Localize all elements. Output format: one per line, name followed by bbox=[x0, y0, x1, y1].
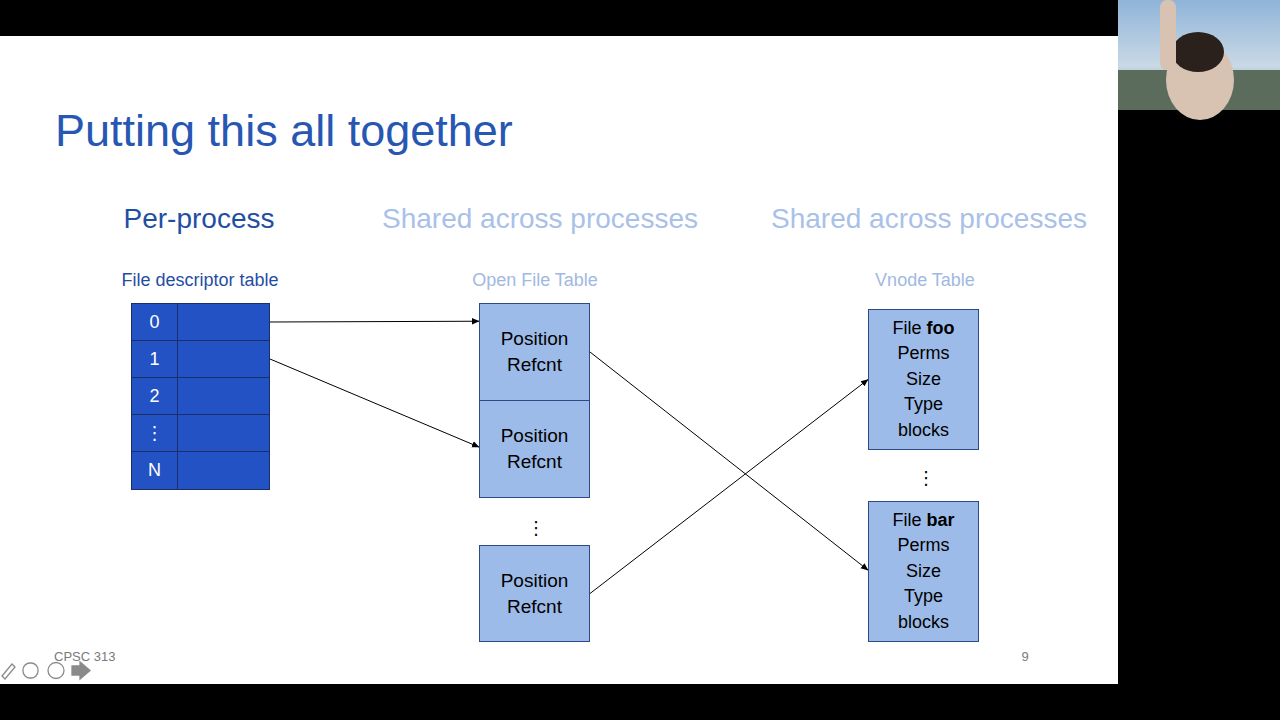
file-word: File bbox=[893, 318, 922, 338]
table-group: Open File TablePosition RefcntPosition R… bbox=[440, 268, 630, 648]
column-header: Per-process bbox=[0, 202, 399, 236]
file-word: File bbox=[892, 510, 921, 530]
vnode-name-line: Filebar bbox=[892, 508, 954, 534]
row-index-cell: 0 bbox=[132, 304, 178, 340]
descriptor-row: N bbox=[131, 451, 270, 490]
vnode-field-line: blocks bbox=[898, 418, 949, 444]
entry-text-wrap: Position Refcnt bbox=[487, 326, 583, 378]
next-icon bbox=[72, 662, 90, 679]
vnode-name-line: Filefoo bbox=[893, 316, 955, 342]
table-heading: Open File Table bbox=[440, 268, 630, 292]
descriptor-row: 2 bbox=[131, 377, 270, 415]
vnode-field: Type bbox=[904, 394, 943, 414]
open-file-entry: Position Refcnt bbox=[479, 545, 590, 642]
table-group: File descriptor table 0 1 2 ⋮ N bbox=[100, 268, 300, 493]
descriptor-row: ⋮ bbox=[131, 414, 270, 452]
vnode-entry: FilefooPermsSizeTypeblocks bbox=[868, 309, 979, 450]
row-index: 1 bbox=[149, 349, 159, 370]
table-group: Vnode TableFilefooPermsSizeTypeblocksFil… bbox=[840, 268, 1010, 648]
row-index-cell: 2 bbox=[132, 378, 178, 414]
vnode-field-line: Perms bbox=[897, 341, 949, 367]
webcam-arm bbox=[1160, 0, 1176, 70]
pointer-arrow bbox=[270, 359, 479, 447]
vnode-field-line: Perms bbox=[897, 533, 949, 559]
pointer-arrow bbox=[590, 380, 868, 594]
descriptor-row: 0 bbox=[131, 303, 270, 341]
vnode-field-line: Size bbox=[906, 367, 941, 393]
open-file-entry: Position Refcnt bbox=[479, 400, 590, 498]
entry-fields: Position Refcnt bbox=[487, 423, 583, 475]
table-heading: File descriptor table bbox=[100, 268, 300, 292]
vnode-field-line: Type bbox=[904, 392, 943, 418]
vnode-field: Perms bbox=[897, 343, 949, 363]
vnode-field: blocks bbox=[898, 612, 949, 632]
row-index: 2 bbox=[149, 386, 159, 407]
row-index: N bbox=[148, 460, 161, 481]
row-index-cell: 1 bbox=[132, 341, 178, 377]
pointer-arrow bbox=[590, 352, 868, 570]
entry-fields: Position Refcnt bbox=[487, 568, 583, 620]
file-name: foo bbox=[927, 318, 955, 338]
entry-text-wrap: Position Refcnt bbox=[487, 423, 583, 475]
vnode-entry: FilebarPermsSizeTypeblocks bbox=[868, 501, 979, 642]
slide-number: 9 bbox=[825, 647, 1225, 666]
column-header: Shared across processes bbox=[340, 202, 740, 236]
table-heading: Vnode Table bbox=[840, 268, 1010, 292]
row-index: ⋮ bbox=[146, 422, 164, 444]
column-header: Shared across processes bbox=[729, 202, 1129, 236]
open-file-entry: Position Refcnt bbox=[479, 303, 590, 401]
entry-text-wrap: Position Refcnt bbox=[487, 568, 583, 620]
vnode-field: blocks bbox=[898, 420, 949, 440]
vnode-field: Size bbox=[906, 369, 941, 389]
vnode-field-line: blocks bbox=[898, 610, 949, 636]
row-index-cell: ⋮ bbox=[132, 415, 178, 451]
ellipsis-mark: ⋮ bbox=[336, 516, 736, 540]
entry-fields: Position Refcnt bbox=[487, 326, 583, 378]
vnode-field: Size bbox=[906, 561, 941, 581]
course-footer: CPSC 313 bbox=[54, 647, 115, 666]
webcam-hair bbox=[1172, 32, 1224, 72]
ellipsis-mark: ⋮ bbox=[726, 466, 1126, 490]
descriptor-row: 1 bbox=[131, 340, 270, 378]
vnode-field: Perms bbox=[897, 535, 949, 555]
row-index: 0 bbox=[149, 312, 159, 333]
slide-controls bbox=[2, 662, 90, 679]
slide-title: Putting this all together bbox=[55, 104, 513, 158]
slides-icon bbox=[23, 663, 38, 678]
pen-icon bbox=[2, 664, 15, 679]
file-name: bar bbox=[927, 510, 955, 530]
vnode-field-line: Size bbox=[906, 559, 941, 585]
pointer-arrow bbox=[270, 321, 479, 323]
vnode-field: Type bbox=[904, 586, 943, 606]
more-icon bbox=[48, 663, 64, 679]
row-index-cell: N bbox=[132, 452, 178, 489]
vnode-field-line: Type bbox=[904, 584, 943, 610]
